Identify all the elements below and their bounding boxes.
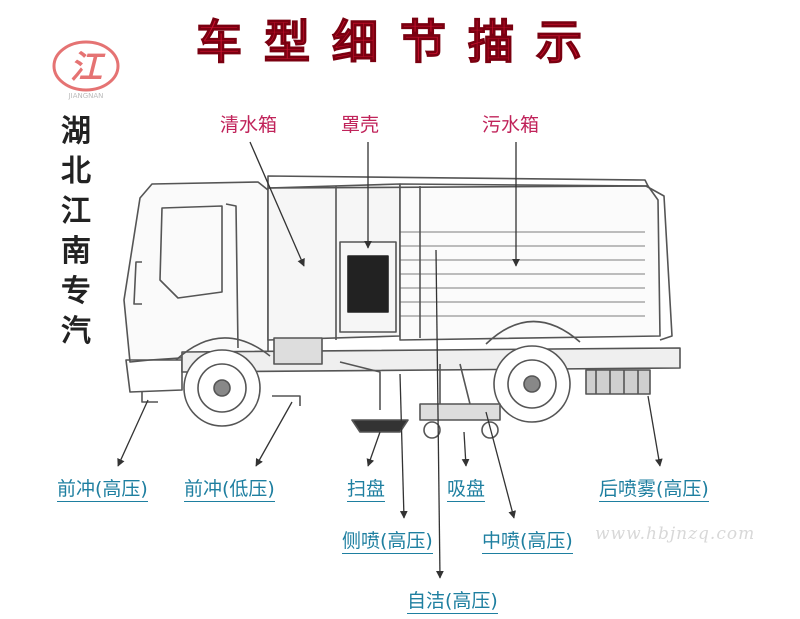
leader-suction-disc [461, 431, 470, 467]
company-char: 南 [61, 234, 91, 269]
label-hood: 罩壳 [341, 114, 380, 136]
sweep-disc-arm [339, 361, 381, 410]
logo-subtext: JIANGNAN [68, 92, 104, 100]
label-side-spray: 侧喷(高压) [342, 530, 433, 554]
cab-mirror [133, 261, 142, 305]
company-char: 专 [61, 274, 91, 309]
cab-outline [123, 181, 269, 363]
label-front-flush-low: 前冲(低压) [184, 478, 275, 502]
cab-window [159, 205, 223, 299]
cab-door-line [225, 203, 239, 349]
company-char: 汽 [61, 314, 91, 349]
leader-self-clean [435, 249, 444, 579]
suction-disc [419, 403, 501, 421]
page-title-graphic: 车型细节描示 [195, 14, 604, 69]
rear-door [645, 185, 673, 341]
leader-side-spray [399, 373, 408, 519]
sewage-tank-body [399, 183, 661, 341]
label-middle-spray: 中喷(高压) [482, 530, 573, 554]
label-self-clean: 自洁(高压) [407, 590, 498, 614]
company-logo: 江 JIANGNAN [52, 40, 120, 100]
page-title: 车型细节描示 [196, 15, 604, 69]
leader-clean-water-tank [249, 141, 305, 267]
leader-rear-spray [647, 395, 663, 467]
leader-front-flush-high [117, 399, 149, 467]
company-char: 北 [61, 154, 91, 189]
leader-front-flush-low [255, 401, 293, 467]
label-clean-water-tank: 清水箱 [220, 114, 278, 136]
leader-sweep-disc [366, 431, 381, 467]
watermark-url: www.hbjnzq.com [595, 524, 756, 544]
label-sewage-tank: 污水箱 [482, 114, 540, 136]
front-bumper [125, 359, 183, 393]
suction-pipe [439, 363, 471, 405]
company-char: 湖 [61, 114, 91, 149]
side-box [273, 337, 323, 365]
leader-middle-spray [485, 411, 516, 519]
company-char: 江 [61, 194, 91, 229]
label-rear-spray-mist: 后喷雾(高压) [599, 478, 709, 502]
company-name-vertical: 湖 北 江 南 专 汽 [58, 112, 94, 352]
label-front-flush-high: 前冲(高压) [57, 478, 148, 502]
hood-grille [347, 255, 389, 313]
sweep-disc [351, 419, 409, 433]
logo-mark: 江 [70, 48, 106, 86]
label-sweep-disc: 扫盘 [347, 478, 386, 502]
label-suction-disc: 吸盘 [447, 478, 486, 502]
chassis-frame [181, 347, 681, 373]
